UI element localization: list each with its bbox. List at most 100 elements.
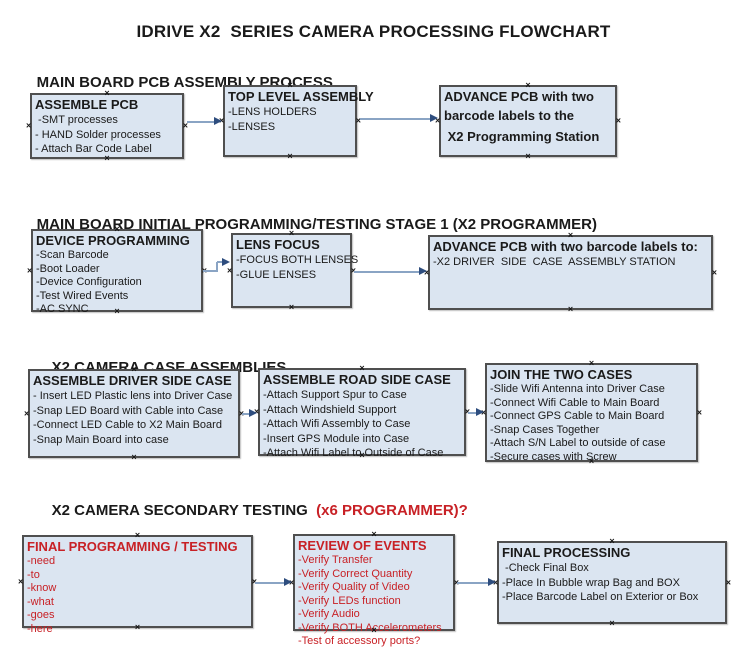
arrow-line [203, 270, 218, 272]
flow-box-assemble-driver-side-case[interactable]: ASSEMBLE DRIVER SIDE CASE - Insert LED P… [24, 365, 244, 462]
box-items: -SMT processes- HAND Solder processes- A… [35, 113, 179, 157]
resize-handle-icon[interactable]: × [27, 265, 33, 275]
connector-arrow[interactable] [354, 267, 427, 276]
flow-box-assemble-road-side-case[interactable]: ASSEMBLE ROAD SIDE CASE -Attach Support … [254, 364, 470, 460]
arrow-head-icon [214, 117, 222, 125]
heading-text: X2 CAMERA SECONDARY TESTING [51, 502, 312, 519]
flow-box-final-processing[interactable]: FINAL PROCESSING -Check Final Box -Place … [493, 537, 731, 628]
resize-handle-icon[interactable]: × [615, 115, 621, 126]
box-item: -Check Final Box [502, 562, 589, 574]
resize-handle-icon[interactable]: × [288, 228, 295, 238]
resize-handle-icon[interactable]: × [609, 618, 615, 628]
box-item: barcode labels to the [444, 108, 575, 123]
box-item: -Scan Barcode [36, 249, 109, 261]
resize-handle-icon[interactable]: × [609, 536, 615, 546]
box-item: -Snap Cases Together [490, 423, 600, 436]
resize-handle-icon[interactable]: × [104, 88, 110, 98]
resize-handle-icon[interactable]: × [567, 304, 574, 314]
arrow-head-icon [419, 267, 427, 275]
page-title: IDRIVE X2 SERIES CAMERA PROCESSING FLOWC… [136, 22, 611, 41]
resize-handle-icon[interactable]: × [711, 267, 717, 277]
box-item: -Attach Wifi Assembly to Case [263, 418, 411, 430]
arrow-head-icon [222, 258, 230, 266]
connector-arrow[interactable] [242, 409, 257, 418]
resize-handle-icon[interactable]: × [371, 529, 377, 539]
resize-handle-icon[interactable]: × [453, 577, 459, 587]
arrow-line [255, 581, 286, 584]
resize-handle-icon[interactable]: × [131, 364, 137, 374]
box-item: -FOCUS BOTH LENSES [236, 254, 359, 266]
resize-handle-icon[interactable]: × [287, 80, 293, 90]
resize-handle-icon[interactable]: × [227, 265, 233, 275]
resize-handle-icon[interactable]: × [371, 625, 377, 635]
box-item: -Place Barcode Label on Exterior or Box [502, 591, 699, 603]
resize-handle-icon[interactable]: × [525, 151, 531, 161]
box-title: ADVANCE PCB with two [444, 89, 594, 104]
box-title: FINAL PROCESSING [502, 545, 631, 560]
flow-box-device-programming[interactable]: DEVICE PROGRAMMING -Scan Barcode-Boot Lo… [27, 225, 207, 316]
connector-elbow-arrow[interactable] [203, 258, 230, 276]
resize-handle-icon[interactable]: × [287, 151, 293, 161]
resize-handle-icon[interactable]: × [350, 265, 356, 275]
arrow-head-icon [284, 578, 292, 586]
resize-handle-icon[interactable]: × [525, 80, 531, 90]
box-item: -what [27, 595, 54, 608]
resize-handle-icon[interactable]: × [288, 302, 295, 312]
flow-box-lens-focus[interactable]: LENS FOCUS -FOCUS BOTH LENSES-GLUE LENSE… [227, 229, 359, 312]
section-heading-initial-programming: MAIN BOARD INITIAL PROGRAMMING/TESTING S… [20, 199, 597, 250]
resize-handle-icon[interactable]: × [182, 120, 188, 131]
box-items: -Attach Support Spur to Case-Attach Wind… [263, 388, 461, 461]
resize-handle-icon[interactable]: × [18, 576, 24, 586]
flow-box-advance-pcb-programming-station[interactable]: ADVANCE PCB with two barcode labels to t… [435, 81, 621, 161]
connector-arrow[interactable] [255, 578, 292, 587]
resize-handle-icon[interactable]: × [24, 408, 30, 418]
box-items: -need-to-know-what-goes-here [27, 555, 248, 636]
resize-handle-icon[interactable]: × [696, 407, 702, 417]
box-item: -Device Configuration [36, 276, 142, 288]
flow-box-review-of-events[interactable]: REVIEW OF EVENTS -Verify Transfer -Verify… [289, 530, 459, 648]
box-title: LENS FOCUS [236, 237, 320, 252]
box-title: DEVICE PROGRAMMING [36, 233, 190, 248]
box-title: REVIEW OF EVENTS [298, 538, 427, 553]
box-title: TOP LEVEL ASSEMBLY [228, 89, 374, 104]
arrow-line [354, 270, 421, 273]
box-item: -Verify Transfer [298, 554, 373, 566]
flow-box-assemble-pcb[interactable]: ASSEMBLE PCB -SMT processes- HAND Solder… [26, 89, 188, 163]
flow-box-top-level-assembly[interactable]: TOP LEVEL ASSEMBLY -LENS HOLDERS-LENSES … [219, 81, 374, 161]
connector-arrow[interactable] [187, 117, 222, 126]
resize-handle-icon[interactable]: × [26, 120, 32, 131]
resize-handle-icon[interactable]: × [238, 408, 244, 418]
resize-handle-icon[interactable]: × [359, 450, 365, 460]
box-item: -Verify BOTH Accelerometers [298, 621, 442, 634]
box-item: -Test Wired Events [36, 289, 129, 302]
box-item: -know [27, 582, 57, 594]
resize-handle-icon[interactable]: × [588, 456, 595, 466]
resize-handle-icon[interactable]: × [355, 115, 361, 126]
resize-handle-icon[interactable]: × [464, 406, 470, 417]
box-item: -Snap Main Board into case [33, 433, 169, 446]
flow-box-join-the-two-cases[interactable]: JOIN THE TWO CASES -Slide Wifi Antenna i… [481, 359, 702, 466]
resize-handle-icon[interactable]: × [251, 576, 257, 586]
arrow-line [217, 261, 223, 263]
resize-handle-icon[interactable]: × [588, 358, 595, 368]
resize-handle-icon[interactable]: × [134, 622, 141, 632]
resize-handle-icon[interactable]: × [114, 306, 120, 316]
resize-handle-icon[interactable]: × [359, 363, 365, 373]
box-item: -Test of accessory ports? [298, 635, 421, 647]
resize-handle-icon[interactable]: × [131, 452, 137, 462]
box-item: -Boot Loader [36, 262, 100, 275]
connector-arrow[interactable] [457, 578, 496, 587]
box-item: -X2 DRIVER SIDE CASE ASSEMBLY STATION [433, 256, 676, 268]
flow-box-final-programming-testing[interactable]: FINAL PROGRAMMING / TESTING -need-to-kno… [18, 531, 257, 635]
resize-handle-icon[interactable]: × [567, 230, 574, 240]
connector-arrow[interactable] [468, 408, 484, 417]
resize-handle-icon[interactable]: × [725, 577, 731, 587]
resize-handle-icon[interactable]: × [114, 224, 120, 234]
arrow-head-icon [488, 578, 496, 586]
box-item: X2 Programming Station [444, 129, 600, 144]
connector-arrow[interactable] [360, 114, 438, 123]
resize-handle-icon[interactable]: × [134, 530, 141, 540]
flow-box-advance-pcb-driver-side[interactable]: ADVANCE PCB with two barcode labels to: … [424, 231, 717, 314]
resize-handle-icon[interactable]: × [104, 153, 110, 163]
